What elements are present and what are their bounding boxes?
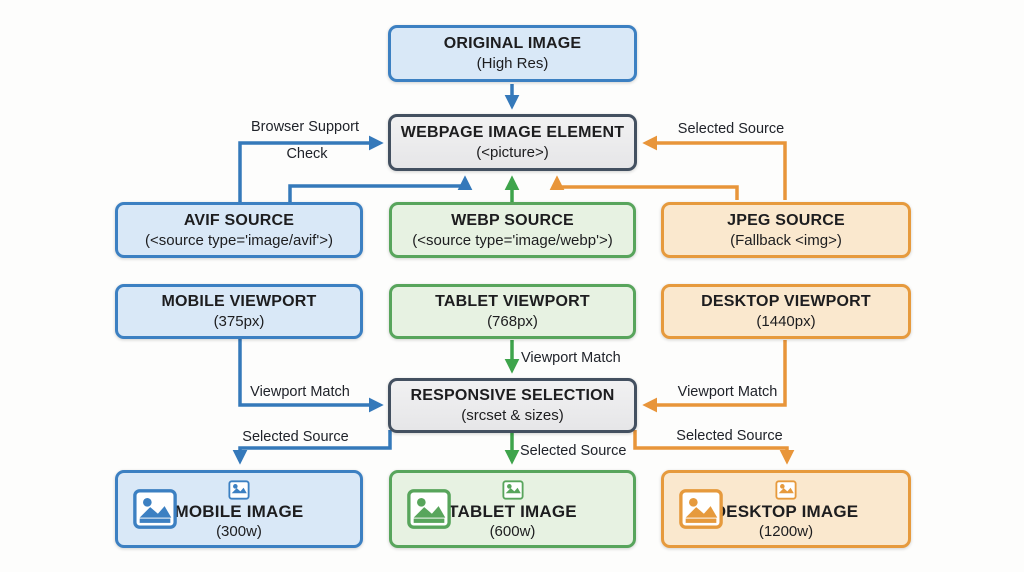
node-subtitle: (768px) xyxy=(487,313,538,330)
image-placeholder-icon xyxy=(501,479,524,501)
node-tablet-image: TABLET IMAGE (600w) xyxy=(389,470,636,548)
node-title: AVIF SOURCE xyxy=(183,211,295,229)
node-title: DESKTOP VIEWPORT xyxy=(701,293,871,310)
edge-label-browser-support-check: Check xyxy=(286,146,328,162)
edge-label-browser-support: Browser Support xyxy=(251,119,359,135)
node-subtitle: (375px) xyxy=(213,313,265,330)
image-placeholder-icon xyxy=(406,486,452,532)
arrow-avif-to-picture xyxy=(288,175,473,202)
node-title: TABLET IMAGE xyxy=(448,502,577,521)
node-responsive-selection: RESPONSIVE SELECTION (srcset & sizes) xyxy=(388,378,637,433)
node-title: DESKTOP IMAGE xyxy=(713,502,859,521)
edge-label-selected-source-left: Selected Source xyxy=(242,429,349,445)
edge-label-selected-source-center: Selected Source xyxy=(520,443,627,459)
node-mobile-image: MOBILE IMAGE (300w) xyxy=(115,470,363,548)
node-title: JPEG SOURCE xyxy=(727,211,845,229)
node-webp-source: WEBP SOURCE (<source type='image/webp'>) xyxy=(389,202,636,258)
node-subtitle: (srcset & sizes) xyxy=(461,407,564,424)
node-subtitle: (High Res) xyxy=(476,55,549,72)
node-desktop-viewport: DESKTOP VIEWPORT (1440px) xyxy=(661,284,911,339)
node-jpeg-source: JPEG SOURCE (Fallback <img>) xyxy=(661,202,911,258)
node-original-image: ORIGINAL IMAGE (High Res) xyxy=(388,25,637,82)
edge-label-viewport-match-right: Viewport Match xyxy=(677,384,778,400)
arrow-jpeg-selected-source xyxy=(642,135,787,200)
edge-label-selected-source-top: Selected Source xyxy=(677,121,785,137)
node-subtitle: (300w) xyxy=(216,523,262,540)
node-title: MOBILE VIEWPORT xyxy=(161,293,317,310)
node-title: WEBP SOURCE xyxy=(451,211,574,229)
node-webpage-image-element: WEBPAGE IMAGE ELEMENT (<picture>) xyxy=(388,114,637,171)
image-placeholder-icon xyxy=(228,479,250,501)
edge-label-viewport-match-center: Viewport Match xyxy=(521,350,621,366)
node-title: ORIGINAL IMAGE xyxy=(443,35,582,52)
edge-label-viewport-match-left: Viewport Match xyxy=(250,384,350,400)
image-placeholder-icon xyxy=(775,479,797,501)
node-title: WEBPAGE IMAGE ELEMENT xyxy=(400,124,625,141)
node-title: TABLET VIEWPORT xyxy=(435,293,590,310)
node-subtitle: (1200w) xyxy=(758,523,814,540)
node-desktop-image: DESKTOP IMAGE (1200w) xyxy=(661,470,911,548)
node-mobile-viewport: MOBILE VIEWPORT (375px) xyxy=(115,284,363,339)
node-subtitle: (<picture>) xyxy=(476,144,549,161)
node-avif-source: AVIF SOURCE (<source type='image/avif'>) xyxy=(115,202,363,258)
image-placeholder-icon xyxy=(678,486,724,532)
node-title: MOBILE IMAGE xyxy=(174,502,304,521)
node-tablet-viewport: TABLET VIEWPORT (768px) xyxy=(389,284,636,339)
node-title: RESPONSIVE SELECTION xyxy=(410,387,615,404)
node-subtitle: (Fallback <img>) xyxy=(730,231,842,249)
node-subtitle: (<source type='image/avif'>) xyxy=(145,231,333,249)
image-placeholder-icon xyxy=(132,486,178,532)
node-subtitle: (1440px) xyxy=(756,313,816,330)
node-subtitle: (<source type='image/webp'>) xyxy=(412,231,613,249)
edge-label-selected-source-right: Selected Source xyxy=(676,428,783,444)
node-subtitle: (600w) xyxy=(489,523,536,540)
arrow-jpeg-to-picture xyxy=(549,175,739,200)
